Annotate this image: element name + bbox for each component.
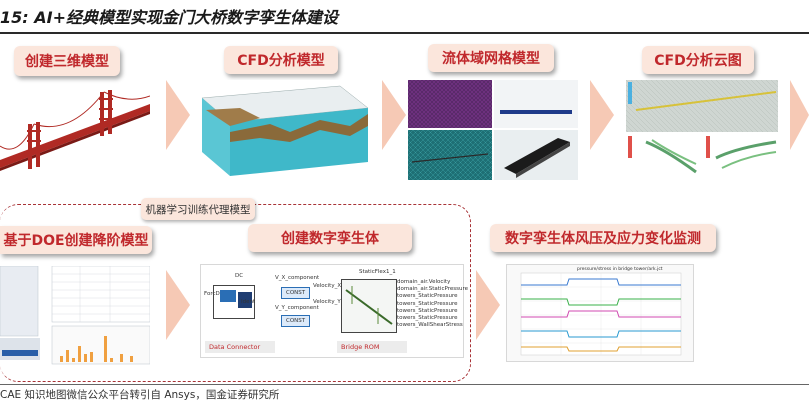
cfd-model-image <box>200 80 370 180</box>
output-port: towers_StaticPressure <box>397 315 458 322</box>
const-block-y: CONST <box>281 315 311 327</box>
output-port: towers_StaticPressure <box>397 307 458 314</box>
flow-arrow <box>166 80 190 154</box>
step-label-monitoring: 数字孪生体风压及应力变化监测 <box>490 224 716 252</box>
const-block-x: CONST <box>281 287 311 299</box>
output-port: towers_StaticPressure <box>397 293 458 300</box>
step-label-cfd-model: CFD分析模型 <box>224 46 338 74</box>
source-rule <box>0 384 809 385</box>
ml-training-label: 机器学习训练代理模型 <box>141 198 255 220</box>
monitor-icon <box>220 290 236 302</box>
title-rule <box>0 32 809 34</box>
monitor-chart-title: pressure/stress in bridge tower/ark.jct <box>577 267 663 272</box>
rom-block <box>341 279 397 333</box>
flow-arrow <box>590 80 614 154</box>
vy-label: V_Y_component <box>275 305 319 311</box>
dc-block <box>213 285 255 319</box>
flow-arrow <box>476 270 500 344</box>
velocity-x-label: Velocity_X <box>313 283 342 289</box>
flow-arrow <box>166 270 190 344</box>
bridge-rom-label: Bridge ROM <box>337 341 407 353</box>
page-title: 15: AI+经典模型实现金门大桥数字孪生体建设 <box>0 8 338 27</box>
velocity-y-label: Velocity_Y <box>313 299 341 305</box>
output-port: towers_StaticPressure <box>397 300 458 307</box>
dc-label: DC <box>235 273 244 279</box>
bridge-3d-model-image <box>0 86 151 176</box>
output-port: domain_air.StaticPressure <box>397 286 468 293</box>
vx-label: V_X_component <box>275 275 320 281</box>
output-port: towers_WallShearStress <box>397 322 463 329</box>
step-label-mesh-model: 流体域网格模型 <box>428 44 554 72</box>
mesh-model-image <box>408 80 578 180</box>
rom-title: StaticFlex1_1 <box>359 269 396 275</box>
digital-twin-schematic: DC ForcDC Ident V_X_component CONST V_Y_… <box>200 264 468 358</box>
source-note: CAE 知识地图微信公众平台转引自 Ansys，国金证券研究所 <box>0 389 280 401</box>
doe-software-image <box>0 265 151 366</box>
data-connector-label: Data Connector <box>205 341 275 353</box>
output-port: domain_air.Velocity <box>397 279 451 285</box>
tower-icon <box>238 292 252 308</box>
step-label-digital-twin: 创建数字孪生体 <box>248 224 412 252</box>
step-label-3d-model: 创建三维模型 <box>14 46 120 76</box>
flow-arrow <box>382 80 406 154</box>
ident-label: Ident <box>241 299 256 305</box>
step-label-cfd-contour: CFD分析云图 <box>642 46 754 74</box>
flow-arrow <box>790 80 809 154</box>
cfd-contour-image <box>626 80 778 180</box>
monitoring-chart-image: pressure/stress in bridge tower/ark.jct <box>506 264 694 362</box>
step-label-doe-rom: 基于DOE创建降阶模型 <box>0 226 152 254</box>
